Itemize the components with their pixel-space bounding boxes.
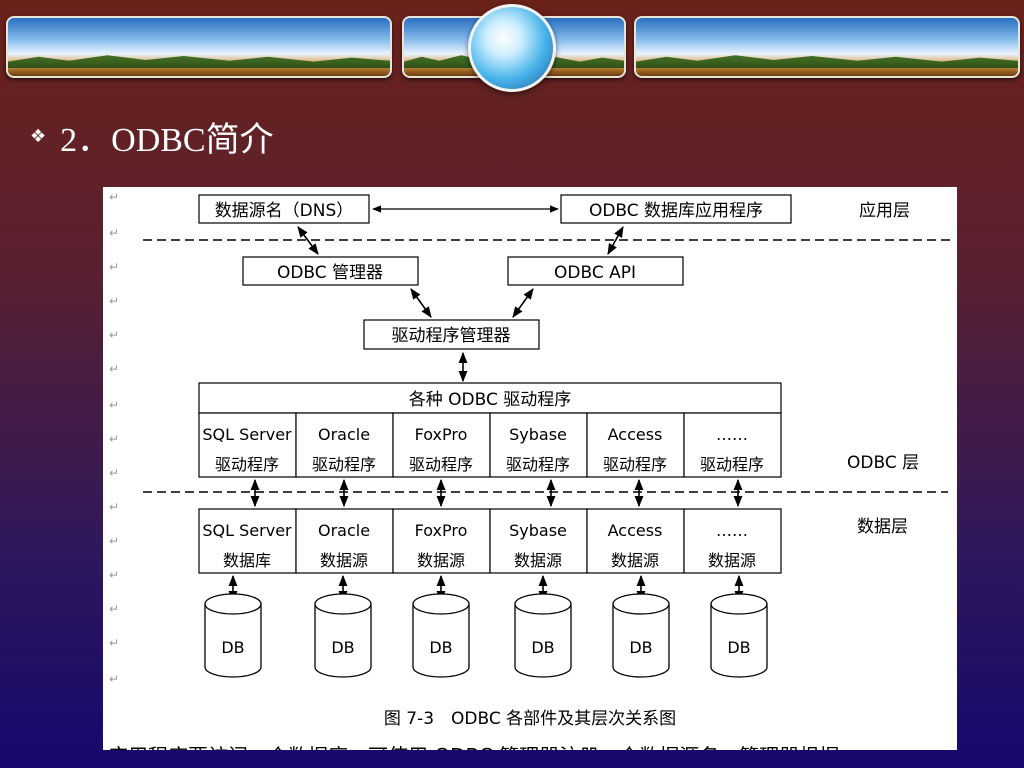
source-name: FoxPro [415,521,468,540]
svg-text:↵: ↵ [109,294,119,308]
source-name: SQL Server [202,521,292,540]
db-label: DB [429,638,452,657]
source-type: 数据源 [417,551,465,570]
svg-text:↵: ↵ [109,362,119,376]
drivers-header-box [198,382,782,414]
header-banner-right [634,16,1020,78]
source-name: …… [716,521,748,540]
diamond-bullet-icon: ❖ [30,126,47,147]
db-cylinders [204,593,768,678]
odbc-diagram: ↵ ↵ ↵ ↵ ↵ ↵ ↵ ↵ ↵ ↵ ↵ ↵ ↵ ↵ ↵ 数据源名（DNS） ODBC 数据库应用… [109,190,953,729]
db-label: DB [221,638,244,657]
driver-name: FoxPro [415,425,468,444]
source-name: Oracle [318,521,370,540]
svg-text:↵: ↵ [109,466,119,480]
driver-type: 驱动程序 [603,455,667,474]
driver-name: …… [716,425,748,444]
driver-cell [683,412,782,478]
svg-text:↵: ↵ [109,500,119,514]
db-label: DB [331,638,354,657]
arrow-dns-manager [297,226,319,255]
arrow-api-driver [512,288,534,318]
svg-text:↵: ↵ [109,602,119,616]
source-type: 数据源 [320,551,368,570]
db-label: DB [629,638,652,657]
driver-cell [198,412,297,478]
database-icon [314,593,372,678]
bottom-body-text: 应用程序要访问一个数据库，可使用 ODBC 管理器注册一个数据源名，管理器根据 [108,740,839,750]
paragraph-marks: ↵ ↵ ↵ ↵ ↵ ↵ ↵ ↵ ↵ ↵ ↵ ↵ ↵ ↵ ↵ [109,190,119,686]
dns-box-label: 数据源名（DNS） [215,201,354,221]
slide-title-row: ❖ 2．ODBC简介 [30,112,274,161]
dns-box [198,194,370,224]
header-banner-left [6,16,392,78]
driver-name: SQL Server [202,425,292,444]
odbc-architecture-figure: ↵ ↵ ↵ ↵ ↵ ↵ ↵ ↵ ↵ ↵ ↵ ↵ ↵ ↵ ↵ 数据源名（DNS） ODBC 数据库应用… [103,187,957,750]
source-cell [683,508,782,574]
api-box-label: ODBC API [554,263,636,283]
manager-box-label: ODBC 管理器 [277,263,383,283]
driver-manager-label: 驱动程序管理器 [392,326,511,346]
source-type: 数据库 [223,551,271,570]
arrow-app-api [607,226,624,255]
driver-type: 驱动程序 [215,455,279,474]
layer-label-odbc: ODBC 层 [847,453,919,473]
source-cells: SQL Server Oracle FoxPro Sybase Access …… [198,508,782,574]
driver-name: Sybase [509,425,567,444]
app-box-label: ODBC 数据库应用程序 [589,201,763,221]
svg-text:↵: ↵ [109,398,119,412]
app-box [560,194,792,224]
arrow-manager-driver [410,288,432,318]
banner-hills [636,55,1018,68]
svg-text:↵: ↵ [109,328,119,342]
driver-cell [392,412,491,478]
globe-icon [468,4,556,92]
svg-text:↵: ↵ [109,190,119,204]
banner-hills [8,55,390,68]
layer-label-app: 应用层 [859,201,910,221]
layer-label-data: 数据层 [857,517,908,537]
source-cell [489,508,588,574]
svg-text:↵: ↵ [109,260,119,274]
database-icon [412,593,470,678]
db-labels: DB DB DB DB DB DB [221,638,750,657]
driver-name: Access [608,425,663,444]
driver-type: 驱动程序 [506,455,570,474]
database-icon [204,593,262,678]
database-icon [710,593,768,678]
source-type: 数据源 [514,551,562,570]
db-label: DB [531,638,554,657]
source-name: Sybase [509,521,567,540]
source-type: 数据源 [611,551,659,570]
source-name: Access [608,521,663,540]
drivers-header-label: 各种 ODBC 驱动程序 [409,390,572,410]
source-cell [392,508,491,574]
driver-type: 驱动程序 [312,455,376,474]
database-icon [612,593,670,678]
driver-source-arrows [250,478,743,508]
driver-name: Oracle [318,425,370,444]
slide-title: 2．ODBC简介 [60,122,274,159]
svg-text:↵: ↵ [109,534,119,548]
svg-text:↵: ↵ [109,432,119,446]
db-label: DB [727,638,750,657]
svg-text:↵: ↵ [109,226,119,240]
manager-box [242,256,419,286]
driver-type: 驱动程序 [700,455,764,474]
svg-text:↵: ↵ [109,672,119,686]
source-cell [586,508,685,574]
database-icon [514,593,572,678]
svg-text:↵: ↵ [109,568,119,582]
api-box [507,256,684,286]
driver-cells: SQL Server Oracle FoxPro Sybase Access …… [198,412,782,478]
figure-caption: 图 7-3 ODBC 各部件及其层次关系图 [384,709,676,729]
svg-text:↵: ↵ [109,636,119,650]
driver-type: 驱动程序 [409,455,473,474]
source-type: 数据源 [708,551,756,570]
driver-cell [586,412,685,478]
driver-manager-box [363,319,540,350]
driver-cell [489,412,588,478]
